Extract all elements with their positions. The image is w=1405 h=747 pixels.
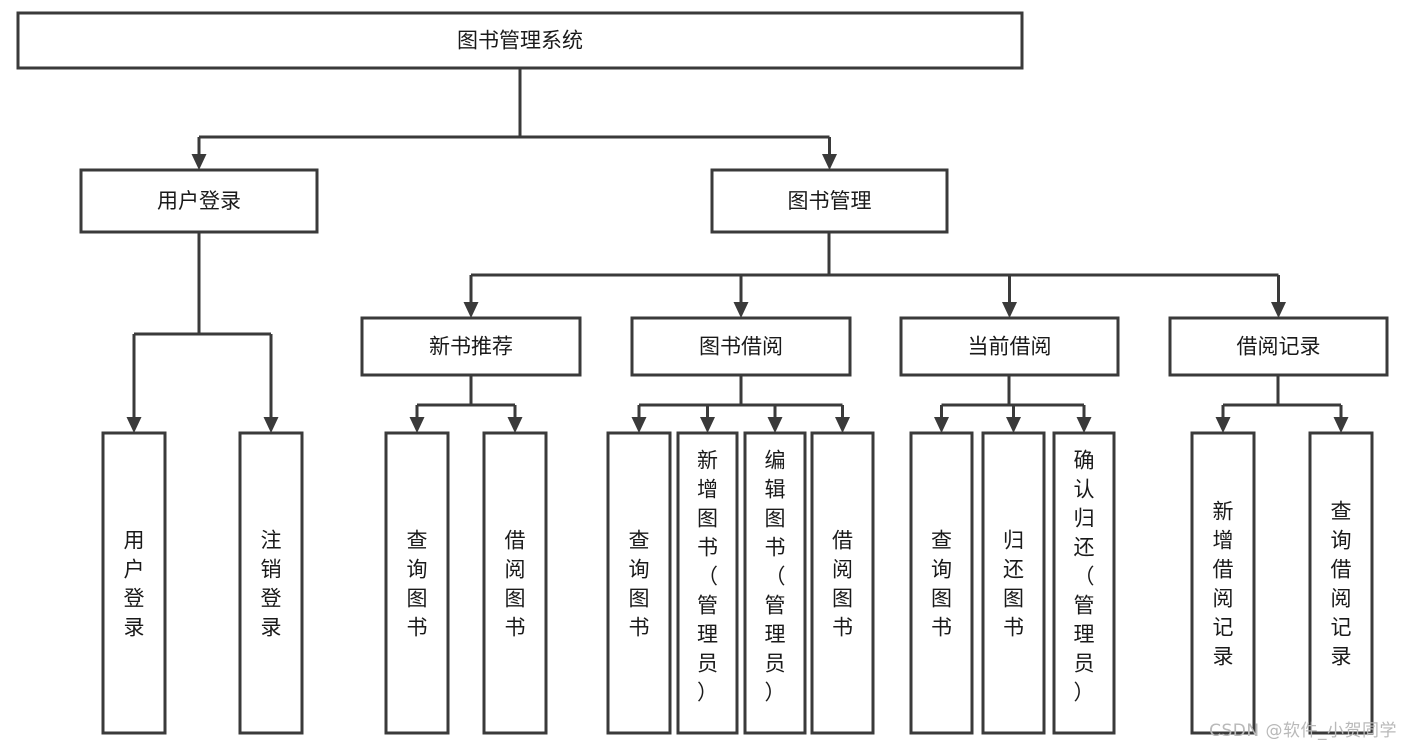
node-leaf-add-book-admin[interactable]: 新增图书（管理员） — [676, 431, 739, 735]
node-label-book-borrow: 图书借阅 — [699, 335, 783, 359]
arrow-head-icon — [631, 417, 647, 433]
node-label-leaf-query-book-recommend: 查询图书 — [407, 529, 428, 640]
arrow-head-icon — [507, 417, 523, 433]
node-label-leaf-query-book-borrow: 查询图书 — [629, 529, 650, 640]
node-label-book-manage: 图书管理 — [788, 189, 872, 213]
node-book-borrow[interactable]: 图书借阅 — [630, 316, 852, 377]
node-label-user-login: 用户登录 — [157, 189, 241, 213]
node-layer: 图书管理系统用户登录图书管理新书推荐图书借阅当前借阅借阅记录用户登录注销登录查询… — [16, 11, 1389, 735]
connector-conn-recommend-leaves — [409, 375, 523, 433]
arrow-head-icon — [126, 417, 142, 433]
node-box-leaf-borrow-book[interactable] — [810, 431, 875, 735]
node-label-leaf-borrow-book-recommend: 借阅图书 — [505, 529, 526, 640]
arrow-head-icon — [1076, 417, 1092, 433]
arrow-head-icon — [822, 154, 837, 170]
arrow-head-icon — [463, 302, 479, 318]
node-box-leaf-query-book-current[interactable] — [909, 431, 974, 735]
node-leaf-query-borrow-record[interactable]: 查询借阅记录 — [1308, 431, 1374, 735]
arrow-head-icon — [263, 417, 279, 433]
node-label-leaf-add-book-admin: 新增图书（管理员） — [697, 449, 718, 705]
node-leaf-query-book-borrow[interactable]: 查询图书 — [606, 431, 672, 735]
node-label-leaf-query-borrow-record: 查询借阅记录 — [1331, 500, 1352, 669]
arrow-head-icon — [835, 417, 850, 433]
node-root[interactable]: 图书管理系统 — [16, 11, 1024, 70]
node-label-leaf-return-book: 归还图书 — [1003, 529, 1024, 640]
node-book-manage[interactable]: 图书管理 — [710, 168, 949, 234]
node-box-leaf-edit-book-admin[interactable] — [743, 431, 807, 735]
node-leaf-confirm-return-admin[interactable]: 确认归还（管理员） — [1052, 431, 1116, 735]
node-leaf-borrow-book-recommend[interactable]: 借阅图书 — [482, 431, 548, 735]
node-borrow-record[interactable]: 借阅记录 — [1168, 316, 1389, 377]
node-label-leaf-add-borrow-record: 新增借阅记录 — [1213, 500, 1234, 669]
node-label-root: 图书管理系统 — [457, 29, 583, 53]
node-current-borrow[interactable]: 当前借阅 — [899, 316, 1120, 377]
arrow-head-icon — [409, 417, 425, 433]
node-leaf-query-book-recommend[interactable]: 查询图书 — [384, 431, 450, 735]
node-box-leaf-add-borrow-record[interactable] — [1190, 431, 1256, 735]
node-label-new-book-recommend: 新书推荐 — [429, 335, 513, 359]
node-leaf-borrow-book[interactable]: 借阅图书 — [810, 431, 875, 735]
connector-conn-root-level2 — [191, 68, 837, 170]
arrow-head-icon — [934, 417, 949, 433]
connector-conn-record-leaves — [1215, 375, 1349, 433]
node-leaf-add-borrow-record[interactable]: 新增借阅记录 — [1190, 431, 1256, 735]
node-box-borrow-record[interactable] — [1168, 316, 1389, 377]
csdn-watermark: CSDN @软件_小贺同学 — [1209, 721, 1397, 741]
connector-conn-bookmanage-level3 — [463, 232, 1286, 318]
node-box-book-borrow[interactable] — [630, 316, 852, 377]
node-leaf-user-login[interactable]: 用户登录 — [101, 431, 167, 735]
node-label-borrow-record: 借阅记录 — [1237, 335, 1321, 359]
connector-conn-userlogin-leaves — [126, 232, 279, 433]
node-leaf-return-book[interactable]: 归还图书 — [981, 431, 1046, 735]
node-box-leaf-query-book-recommend[interactable] — [384, 431, 450, 735]
arrow-head-icon — [1002, 302, 1017, 318]
node-box-current-borrow[interactable] — [899, 316, 1120, 377]
node-box-root[interactable] — [16, 11, 1024, 70]
node-leaf-query-book-current[interactable]: 查询图书 — [909, 431, 974, 735]
arrow-head-icon — [191, 154, 207, 170]
arrow-head-icon — [733, 302, 749, 318]
node-leaf-logout[interactable]: 注销登录 — [238, 431, 304, 735]
arrow-head-icon — [767, 417, 783, 433]
node-user-login[interactable]: 用户登录 — [79, 168, 319, 234]
node-box-leaf-confirm-return-admin[interactable] — [1052, 431, 1116, 735]
node-label-leaf-edit-book-admin: 编辑图书（管理员） — [765, 449, 786, 705]
arrow-head-icon — [1215, 417, 1231, 433]
connector-conn-borrow-leaves — [631, 375, 850, 433]
connector-conn-current-leaves — [934, 375, 1092, 433]
node-box-leaf-query-borrow-record[interactable] — [1308, 431, 1374, 735]
node-box-new-book-recommend[interactable] — [360, 316, 582, 377]
node-label-current-borrow: 当前借阅 — [968, 335, 1052, 359]
node-box-leaf-borrow-book-recommend[interactable] — [482, 431, 548, 735]
node-leaf-edit-book-admin[interactable]: 编辑图书（管理员） — [743, 431, 807, 735]
node-label-leaf-user-login: 用户登录 — [124, 529, 145, 640]
node-box-leaf-add-book-admin[interactable] — [676, 431, 739, 735]
arrow-head-icon — [1333, 417, 1349, 433]
arrow-head-icon — [1006, 417, 1021, 433]
node-label-leaf-confirm-return-admin: 确认归还（管理员） — [1074, 449, 1095, 705]
node-box-book-manage[interactable] — [710, 168, 949, 234]
arrow-head-icon — [700, 417, 715, 433]
arrow-head-icon — [1271, 302, 1286, 318]
node-box-leaf-query-book-borrow[interactable] — [606, 431, 672, 735]
node-new-book-recommend[interactable]: 新书推荐 — [360, 316, 582, 377]
node-label-leaf-borrow-book: 借阅图书 — [832, 529, 853, 640]
node-label-leaf-query-book-current: 查询图书 — [931, 529, 952, 640]
node-box-leaf-return-book[interactable] — [981, 431, 1046, 735]
connector-layer — [126, 68, 1349, 433]
node-box-user-login[interactable] — [79, 168, 319, 234]
node-box-leaf-logout[interactable] — [238, 431, 304, 735]
node-box-leaf-user-login[interactable] — [101, 431, 167, 735]
node-label-leaf-logout: 注销登录 — [261, 529, 282, 640]
